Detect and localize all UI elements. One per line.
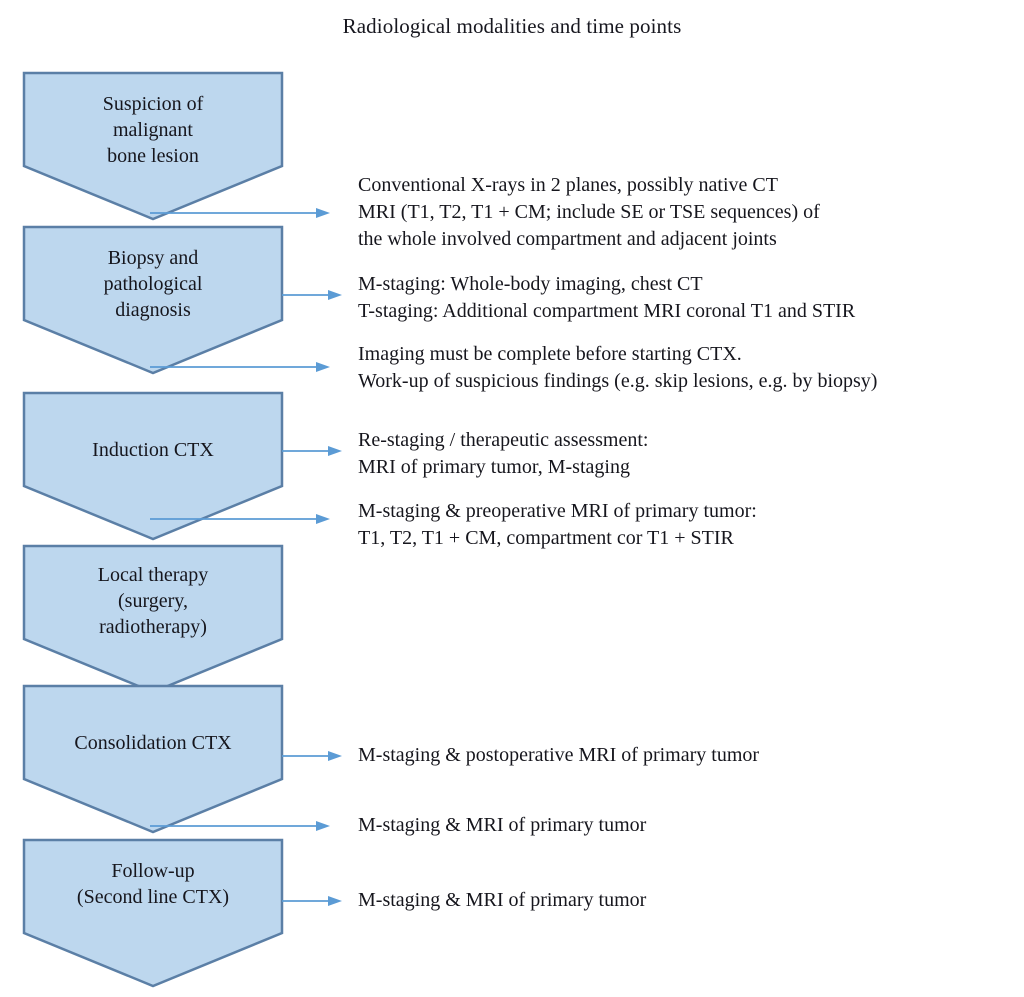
connector-arrow-3: [150, 360, 332, 374]
pentagon-shape-icon: [22, 225, 284, 375]
connector-arrow-8: [282, 894, 344, 908]
connector-arrow-5: [150, 512, 332, 526]
annotation-text-3: Imaging must be complete before starting…: [358, 343, 878, 392]
page-title: Radiological modalities and time points: [342, 14, 682, 38]
connector-arrow-1: [150, 206, 332, 220]
annotation-text-1: Conventional X-rays in 2 planes, possibl…: [358, 174, 820, 250]
pentagon-shape-icon: [22, 838, 284, 988]
annotation-text-5: M-staging & preoperative MRI of primary …: [358, 500, 757, 549]
flow-node-local-therapy[interactable]: Local therapy (surgery, radiotherapy): [22, 544, 284, 694]
flow-node-suspicion[interactable]: Suspicion of malignant bone lesion: [22, 71, 284, 221]
annotation-text-7: M-staging & MRI of primary tumor: [358, 814, 647, 836]
annotation-text-6: M-staging & postoperative MRI of primary…: [358, 744, 760, 766]
annotation-text-8: M-staging & MRI of primary tumor: [358, 889, 647, 911]
pentagon-shape-icon: [22, 544, 284, 694]
annotation-text-2: M-staging: Whole-body imaging, chest CT …: [358, 273, 856, 322]
connector-arrow-6: [282, 749, 344, 763]
connector-arrow-4: [282, 444, 344, 458]
pentagon-shape-icon: [22, 684, 284, 834]
pentagon-shape-icon: [22, 71, 284, 221]
flow-node-biopsy[interactable]: Biopsy and pathological diagnosis: [22, 225, 284, 375]
annotation-text-4: Re-staging / therapeutic assessment: MRI…: [358, 429, 649, 478]
connector-arrow-2: [282, 288, 344, 302]
flow-node-consolidation[interactable]: Consolidation CTX: [22, 684, 284, 834]
connector-arrow-7: [150, 819, 332, 833]
flow-node-followup[interactable]: Follow-up (Second line CTX): [22, 838, 284, 988]
pentagon-shape-icon: [22, 391, 284, 541]
